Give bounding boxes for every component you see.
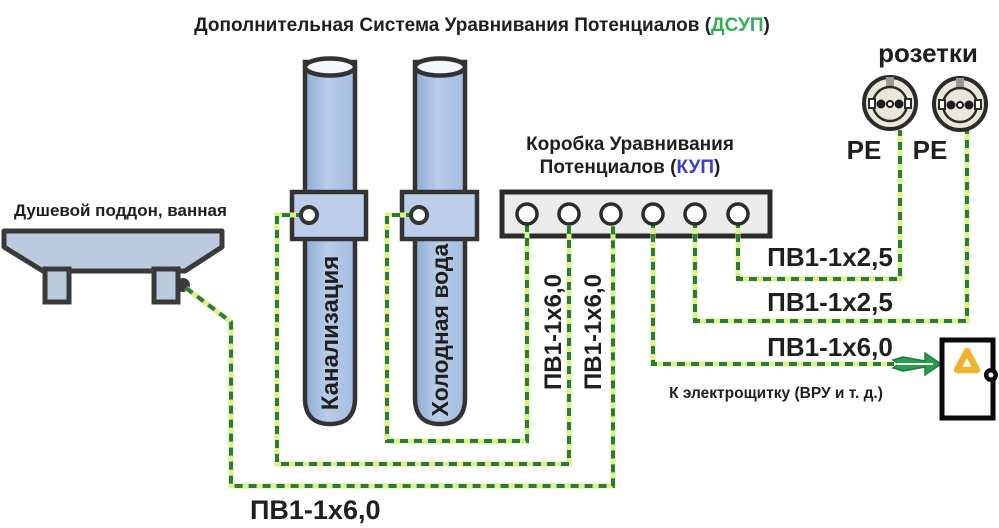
socket-left-hole-l xyxy=(876,99,886,109)
page-title: Дополнительная Система Уравнивания Потен… xyxy=(194,15,770,36)
socket-right-contact-r xyxy=(974,99,982,110)
wire-label-socket1: ПВ1-1х2,5 xyxy=(767,242,893,272)
pipe-sewer-body xyxy=(302,59,358,427)
socket-left-hole-r xyxy=(894,99,904,109)
wire-panel-dash xyxy=(651,220,894,366)
pe-label-left: PE xyxy=(847,135,882,165)
wire-label-bath: ПВ1-1х6,0 xyxy=(250,495,380,525)
bath-label: Душевой поддон, ванная xyxy=(14,201,227,220)
kup-box xyxy=(499,189,773,239)
kup-terminal-2 xyxy=(557,202,581,226)
wire-socket-left xyxy=(735,130,903,282)
kup-terminal-1 xyxy=(515,202,539,226)
wire-label-kup-v2: ПВ1-1х6,0 xyxy=(580,274,607,390)
wire-socket-right xyxy=(692,130,970,324)
bathtub xyxy=(1,228,225,305)
page-title-accent: ДСУП xyxy=(711,15,763,36)
door-handle-center xyxy=(988,372,994,378)
wire-cold-water-dash xyxy=(385,213,529,443)
wire-label-panel: ПВ1-1х6,0 xyxy=(767,332,893,362)
kup-terminals xyxy=(515,202,750,226)
socket-left-contact-r xyxy=(904,98,912,109)
pipe-cold-water-label: Холодная вода xyxy=(427,243,453,416)
page-title-prefix: Дополнительная Система Уравнивания Потен… xyxy=(194,15,712,36)
socket-right-contact-l xyxy=(938,99,946,110)
wire-label-socket2: ПВ1-1х2,5 xyxy=(767,287,893,317)
kup-terminal-4 xyxy=(641,202,665,226)
socket-left-contact-l xyxy=(868,98,876,109)
pipe-sewer-label: Канализация xyxy=(317,256,344,411)
kup-label-suffix: ) xyxy=(714,157,720,178)
warning-triangle-icon xyxy=(953,347,981,374)
bonding-wires xyxy=(184,130,970,489)
wire-bath-dash xyxy=(184,220,615,488)
socket-right-hole-r xyxy=(964,100,974,110)
panel-caption: К электрощитку (ВРУ и т. д.) xyxy=(669,385,883,402)
socket-right-hole-l xyxy=(946,100,956,110)
panel-door xyxy=(939,337,998,421)
wire-socket-left-dash xyxy=(736,130,902,281)
kup-terminal-3 xyxy=(599,202,623,226)
panel-arrow xyxy=(891,351,943,377)
wire-bath xyxy=(184,220,616,489)
kup-label-accent: КУП xyxy=(676,157,714,178)
wire-sewer-dash xyxy=(275,213,571,466)
kup-terminal-5 xyxy=(683,202,707,226)
sockets-title: розетки xyxy=(878,38,978,68)
socket-right-tab xyxy=(956,78,964,89)
pipe-cold-water-top xyxy=(412,56,468,78)
pipe-sewer-bolt xyxy=(299,205,319,225)
tub-leg-right xyxy=(151,266,181,305)
kup-terminal-6 xyxy=(726,202,750,226)
pipe-sewer-top xyxy=(302,56,358,78)
socket-right xyxy=(932,76,988,132)
pipe-cold-water-body xyxy=(412,59,468,427)
socket-left-hole-c xyxy=(886,100,894,108)
wire-cold-water-pipe xyxy=(384,212,530,444)
wire-panel xyxy=(650,220,894,367)
socket-left xyxy=(862,75,918,131)
tub-body xyxy=(1,228,225,274)
wire-sewer-pipe xyxy=(274,212,572,467)
kup-label-line1: Коробка Уравнивания xyxy=(526,134,734,155)
pipe-cold-water-bolt xyxy=(409,205,429,225)
kup-label-prefix: Потенциалов ( xyxy=(540,157,677,178)
kup-label-line2: Потенциалов (КУП) xyxy=(540,157,721,178)
pe-label-right: PE xyxy=(913,135,948,165)
wire-label-kup-v1: ПВ1-1х6,0 xyxy=(540,274,567,390)
wire-socket-right-dash xyxy=(693,130,969,323)
socket-right-hole-c xyxy=(956,101,964,109)
page-title-suffix: ) xyxy=(764,15,770,36)
socket-left-tab xyxy=(886,77,894,88)
tub-leg-left xyxy=(42,266,72,305)
